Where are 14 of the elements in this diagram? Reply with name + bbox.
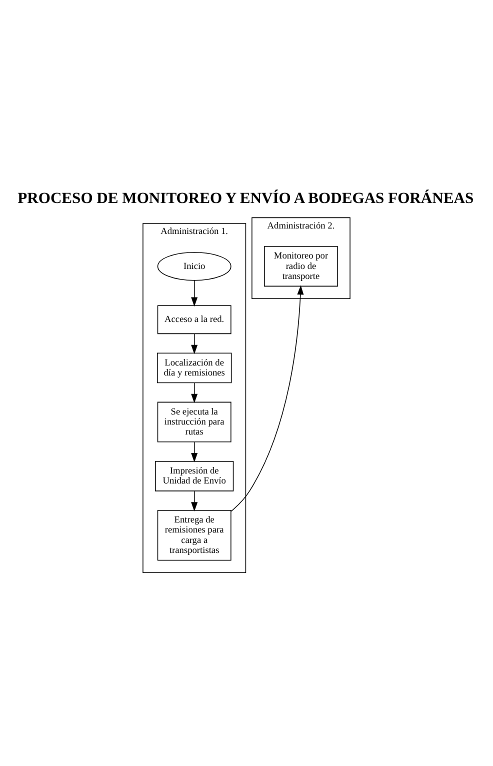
node-box: Se ejecuta la instrucción para rutas [157, 401, 232, 442]
node-ellipse: Inicio [157, 251, 232, 280]
arrow [191, 490, 198, 512]
arrow [191, 280, 198, 306]
diagram-title: PROCESO DE MONITOREO Y ENVÍO A BODEGAS FORÁNEAS [18, 189, 474, 206]
arrow [191, 441, 198, 462]
arrow [230, 284, 304, 512]
node-box: Acceso a la red. [157, 304, 232, 334]
node-box: Impresión de Unidad de Envío [155, 460, 234, 491]
arrow [191, 382, 198, 403]
node-box: Monitoreo por radio de transporte [264, 246, 338, 286]
node-box: Localización de día y remisiones [156, 352, 232, 383]
arrow [191, 332, 198, 354]
node-box: Entrega de remisiones para carga a transportistas [157, 510, 232, 560]
